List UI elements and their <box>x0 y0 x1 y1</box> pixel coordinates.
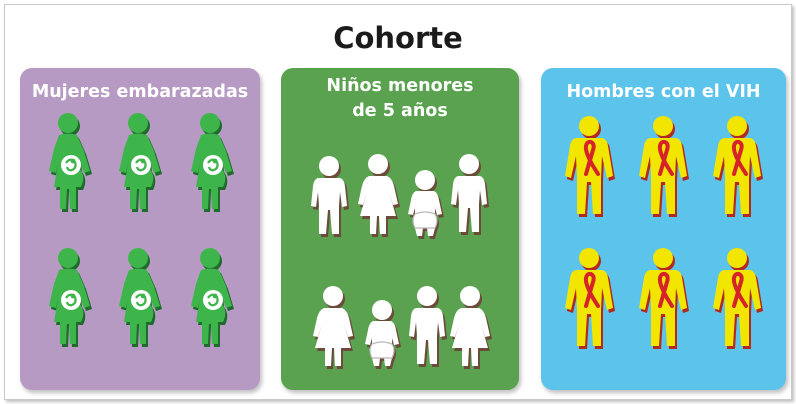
child-girl-figure <box>358 154 400 237</box>
child-boy-figure <box>451 154 489 235</box>
panel-title-men-with-hiv: Hombres con el VIH <box>566 82 761 102</box>
panel-children-under-5: Niños menores de 5 años <box>281 68 519 390</box>
panel-title-line-1: Niños menores <box>326 76 474 96</box>
man-with-hiv-ribbon-figure <box>713 248 763 349</box>
man-with-hiv-ribbon-figure <box>639 248 689 349</box>
pregnant-women-figures <box>20 68 260 390</box>
baby-figure <box>365 300 401 369</box>
diagram-title: Cohorte <box>333 21 463 55</box>
child-boy-figure <box>409 286 447 367</box>
pregnant-woman-figure <box>119 248 162 347</box>
panel-title-pregnant-women: Mujeres embarazadas <box>31 82 249 102</box>
children-figures <box>281 68 519 390</box>
man-with-hiv-ribbon-figure <box>639 116 689 217</box>
child-boy-figure <box>311 156 349 237</box>
panel-men-with-hiv: Hombres con el VIH <box>541 68 786 390</box>
man-with-hiv-ribbon-figure <box>713 116 763 217</box>
pregnant-woman-figure <box>49 248 92 347</box>
panel-title-children-under-5: Niños menores de 5 años <box>281 74 519 124</box>
child-girl-figure <box>313 286 355 369</box>
man-with-hiv-ribbon-figure <box>565 248 615 349</box>
panel-title-line-2: de 5 años <box>352 101 448 121</box>
pregnant-woman-figure <box>119 113 162 212</box>
pregnant-woman-figure <box>49 113 92 212</box>
baby-figure <box>408 170 444 239</box>
man-with-hiv-ribbon-figure <box>565 116 615 217</box>
panel-pregnant-women: Mujeres embarazadas <box>20 68 260 390</box>
pregnant-woman-figure <box>191 248 234 347</box>
child-girl-figure <box>450 286 492 369</box>
men-with-hiv-figures <box>541 68 786 390</box>
pregnant-woman-figure <box>191 113 234 212</box>
